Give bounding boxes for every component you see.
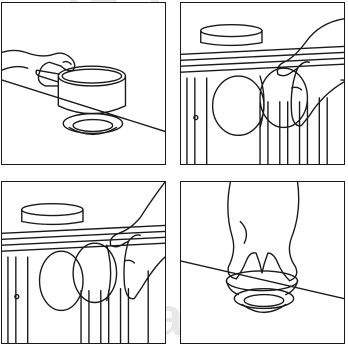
hand-outline (2, 50, 75, 86)
finger-line (298, 62, 310, 68)
panel-aligning-burner-cap (1, 181, 166, 344)
burner-cap-placement-illustration (181, 3, 344, 164)
finger-2 (262, 253, 278, 273)
hand-outline (110, 182, 165, 299)
pot-side (201, 31, 262, 46)
pot-side (22, 210, 83, 225)
burner-cap-alignment-illustration (2, 182, 165, 343)
vent-5 (121, 289, 129, 343)
knuckle-line (292, 87, 302, 90)
vent-5 (300, 102, 308, 164)
vent-6 (319, 98, 327, 164)
burner-cap-back (40, 251, 83, 310)
pot-rim (22, 204, 83, 216)
cooktop-edge (2, 80, 165, 131)
burner-cap-front (260, 68, 307, 127)
palm-line (240, 222, 246, 244)
panel-saucepan-on-burner (1, 2, 166, 165)
vent-1 (8, 257, 16, 343)
hand-right-edge (278, 182, 299, 281)
pot-rim (201, 25, 262, 37)
control-dot (194, 116, 198, 120)
hand-left-edge (228, 182, 246, 279)
cap-edge (107, 245, 111, 300)
burner-ring-outer (63, 114, 122, 134)
panel-placing-burner-cap (180, 2, 345, 165)
burner-ring-inner (244, 295, 284, 307)
burner-cap-seating-illustration (181, 182, 344, 343)
knuckle-line (124, 260, 134, 263)
burner-cap-top (226, 271, 297, 291)
vent-1 (187, 78, 195, 164)
finger-line (63, 62, 71, 65)
cooktop-edge (181, 261, 344, 299)
control-dot (15, 295, 19, 299)
vent-3 (81, 291, 89, 343)
panel-seating-burner-cap (180, 181, 345, 344)
saucepan-illustration (2, 3, 165, 164)
arm-outline (2, 67, 28, 71)
burner-ring-inner (73, 120, 113, 132)
finger-1 (246, 253, 262, 273)
vent-4 (280, 102, 288, 164)
burner-cap-back (213, 76, 264, 135)
